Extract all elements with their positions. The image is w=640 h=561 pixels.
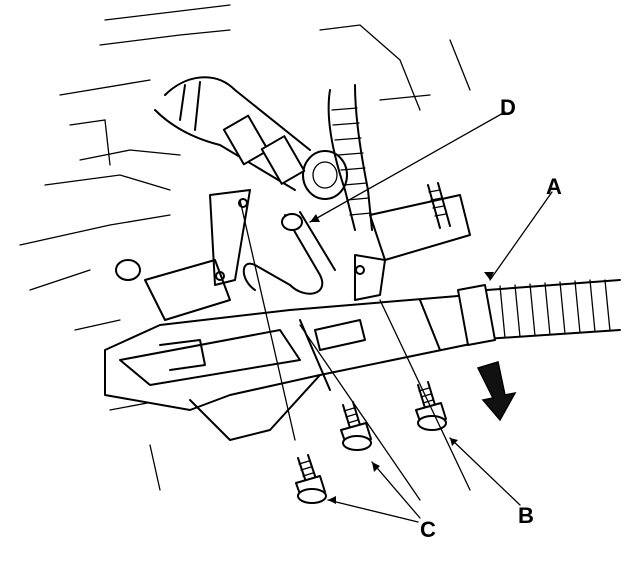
bolt-b: [415, 381, 447, 431]
bolt-c-right: [340, 401, 372, 451]
callout-a: A: [546, 174, 562, 199]
harness-conduit: [457, 279, 621, 346]
leader-arrowhead-d: [310, 214, 320, 222]
left-bracket: [144, 189, 251, 321]
callout-b: B: [518, 503, 534, 528]
engine-background: [19, 4, 471, 491]
upper-hose: [154, 76, 348, 200]
right-bracket: [354, 194, 471, 301]
leader-lines: [239, 111, 553, 523]
callout-d: D: [500, 95, 516, 120]
small-hose: [242, 211, 336, 295]
bolt-c-left: [295, 454, 327, 504]
harness-cover: [104, 294, 491, 441]
leader-arrowhead-a: [484, 272, 494, 280]
callout-c: C: [420, 517, 436, 542]
corrugated-hose: [327, 84, 373, 231]
leader-arrowhead-b: [450, 438, 458, 446]
downward-arrow-icon: [476, 361, 517, 422]
leader-arrowhead-c1: [328, 496, 336, 504]
leader-arrowhead-c2: [372, 462, 380, 472]
stud-bolt: [427, 182, 451, 229]
